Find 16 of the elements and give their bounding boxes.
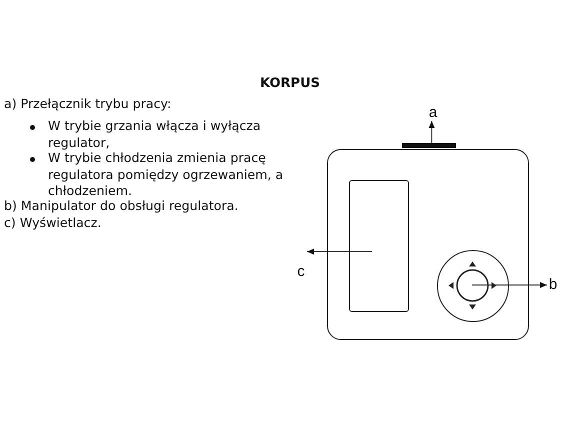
leader-line [306, 248, 372, 255]
control-dial [437, 250, 509, 322]
list-item: W trybie chłodzenia zmienia pracę regulatora pomiędzy ogrzewaniem, a chłodzeniem. [48, 150, 284, 200]
list-item: W trybie grzania włącza i wyłącza regulator, [48, 118, 262, 151]
callout-letter: a [428, 106, 438, 120]
mode-switch [402, 143, 456, 148]
diagram-title: KORPUS [259, 76, 321, 91]
device-body [327, 149, 529, 340]
callout-letter: c [296, 265, 306, 279]
display-window [349, 180, 409, 312]
list-item: b) Manipulator do obsługi regulatora. [4, 198, 240, 214]
leader-line [472, 282, 548, 288]
callout-letter: b [548, 278, 558, 292]
list-item: a) Przełącznik trybu pracy: [4, 96, 172, 112]
list-item: c) Wyświetlacz. [4, 215, 102, 232]
leader-line [428, 120, 435, 144]
